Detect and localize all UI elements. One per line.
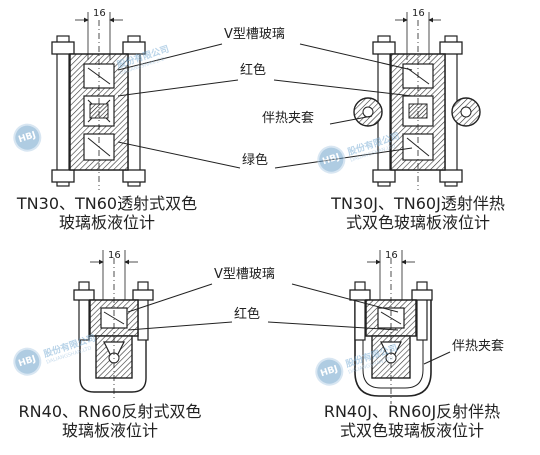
rn-gauge-drawing: 16 (73, 250, 154, 400)
top-callouts: V型槽玻璃 红色 伴热夹套 绿色 (117, 27, 413, 169)
tnj-gauge-drawing: 16 (353, 8, 481, 190)
caption-rn: RN40、RN60反射式双色 玻璃板液位计 (10, 402, 210, 440)
caption-tnj-line1: TN30J、TN60J透射伴热 (331, 194, 505, 213)
caption-rn-line1: RN40、RN60反射式双色 (18, 402, 202, 421)
label-v-groove-glass-bottom: V型槽玻璃 (214, 267, 275, 282)
bottom-callouts: V型槽玻璃 红色 伴热夹套 (127, 267, 504, 365)
label-red-top: 红色 (240, 62, 266, 78)
label-red-bottom: 红色 (234, 306, 260, 322)
caption-tnj-line2: 式双色玻璃板液位计 (345, 213, 490, 232)
label-green-top: 绿色 (242, 152, 268, 168)
caption-tn: TN30、TN60透射式双色 玻璃板液位计 (14, 194, 200, 232)
caption-rnj-line1: RN40J、RN60J反射伴热 (323, 402, 501, 421)
caption-tnj: TN30J、TN60J透射伴热 式双色玻璃板液位计 (318, 194, 518, 232)
rnj-dimension-label: 16 (385, 250, 398, 261)
rn-dimension-label: 16 (108, 250, 121, 261)
label-heat-clamp-top: 伴热夹套 (262, 110, 314, 126)
label-heat-clamp-bottom: 伴热夹套 (452, 338, 504, 354)
caption-rn-line2: 玻璃板液位计 (61, 421, 158, 440)
label-v-groove-glass-top: V型槽玻璃 (224, 27, 285, 42)
caption-tn-line1: TN30、TN60透射式双色 (16, 194, 198, 213)
rnj-gauge-drawing: 16 (349, 250, 433, 404)
caption-rnj: RN40J、RN60J反射伴热 式双色玻璃板液位计 (302, 402, 522, 440)
tn-gauge-drawing: 16 (51, 8, 146, 190)
tn-dimension-label: 16 (93, 8, 106, 19)
tnj-dimension-label: 16 (412, 8, 425, 19)
caption-rnj-line2: 式双色玻璃板液位计 (339, 421, 484, 440)
caption-tn-line2: 玻璃板液位计 (58, 213, 155, 232)
